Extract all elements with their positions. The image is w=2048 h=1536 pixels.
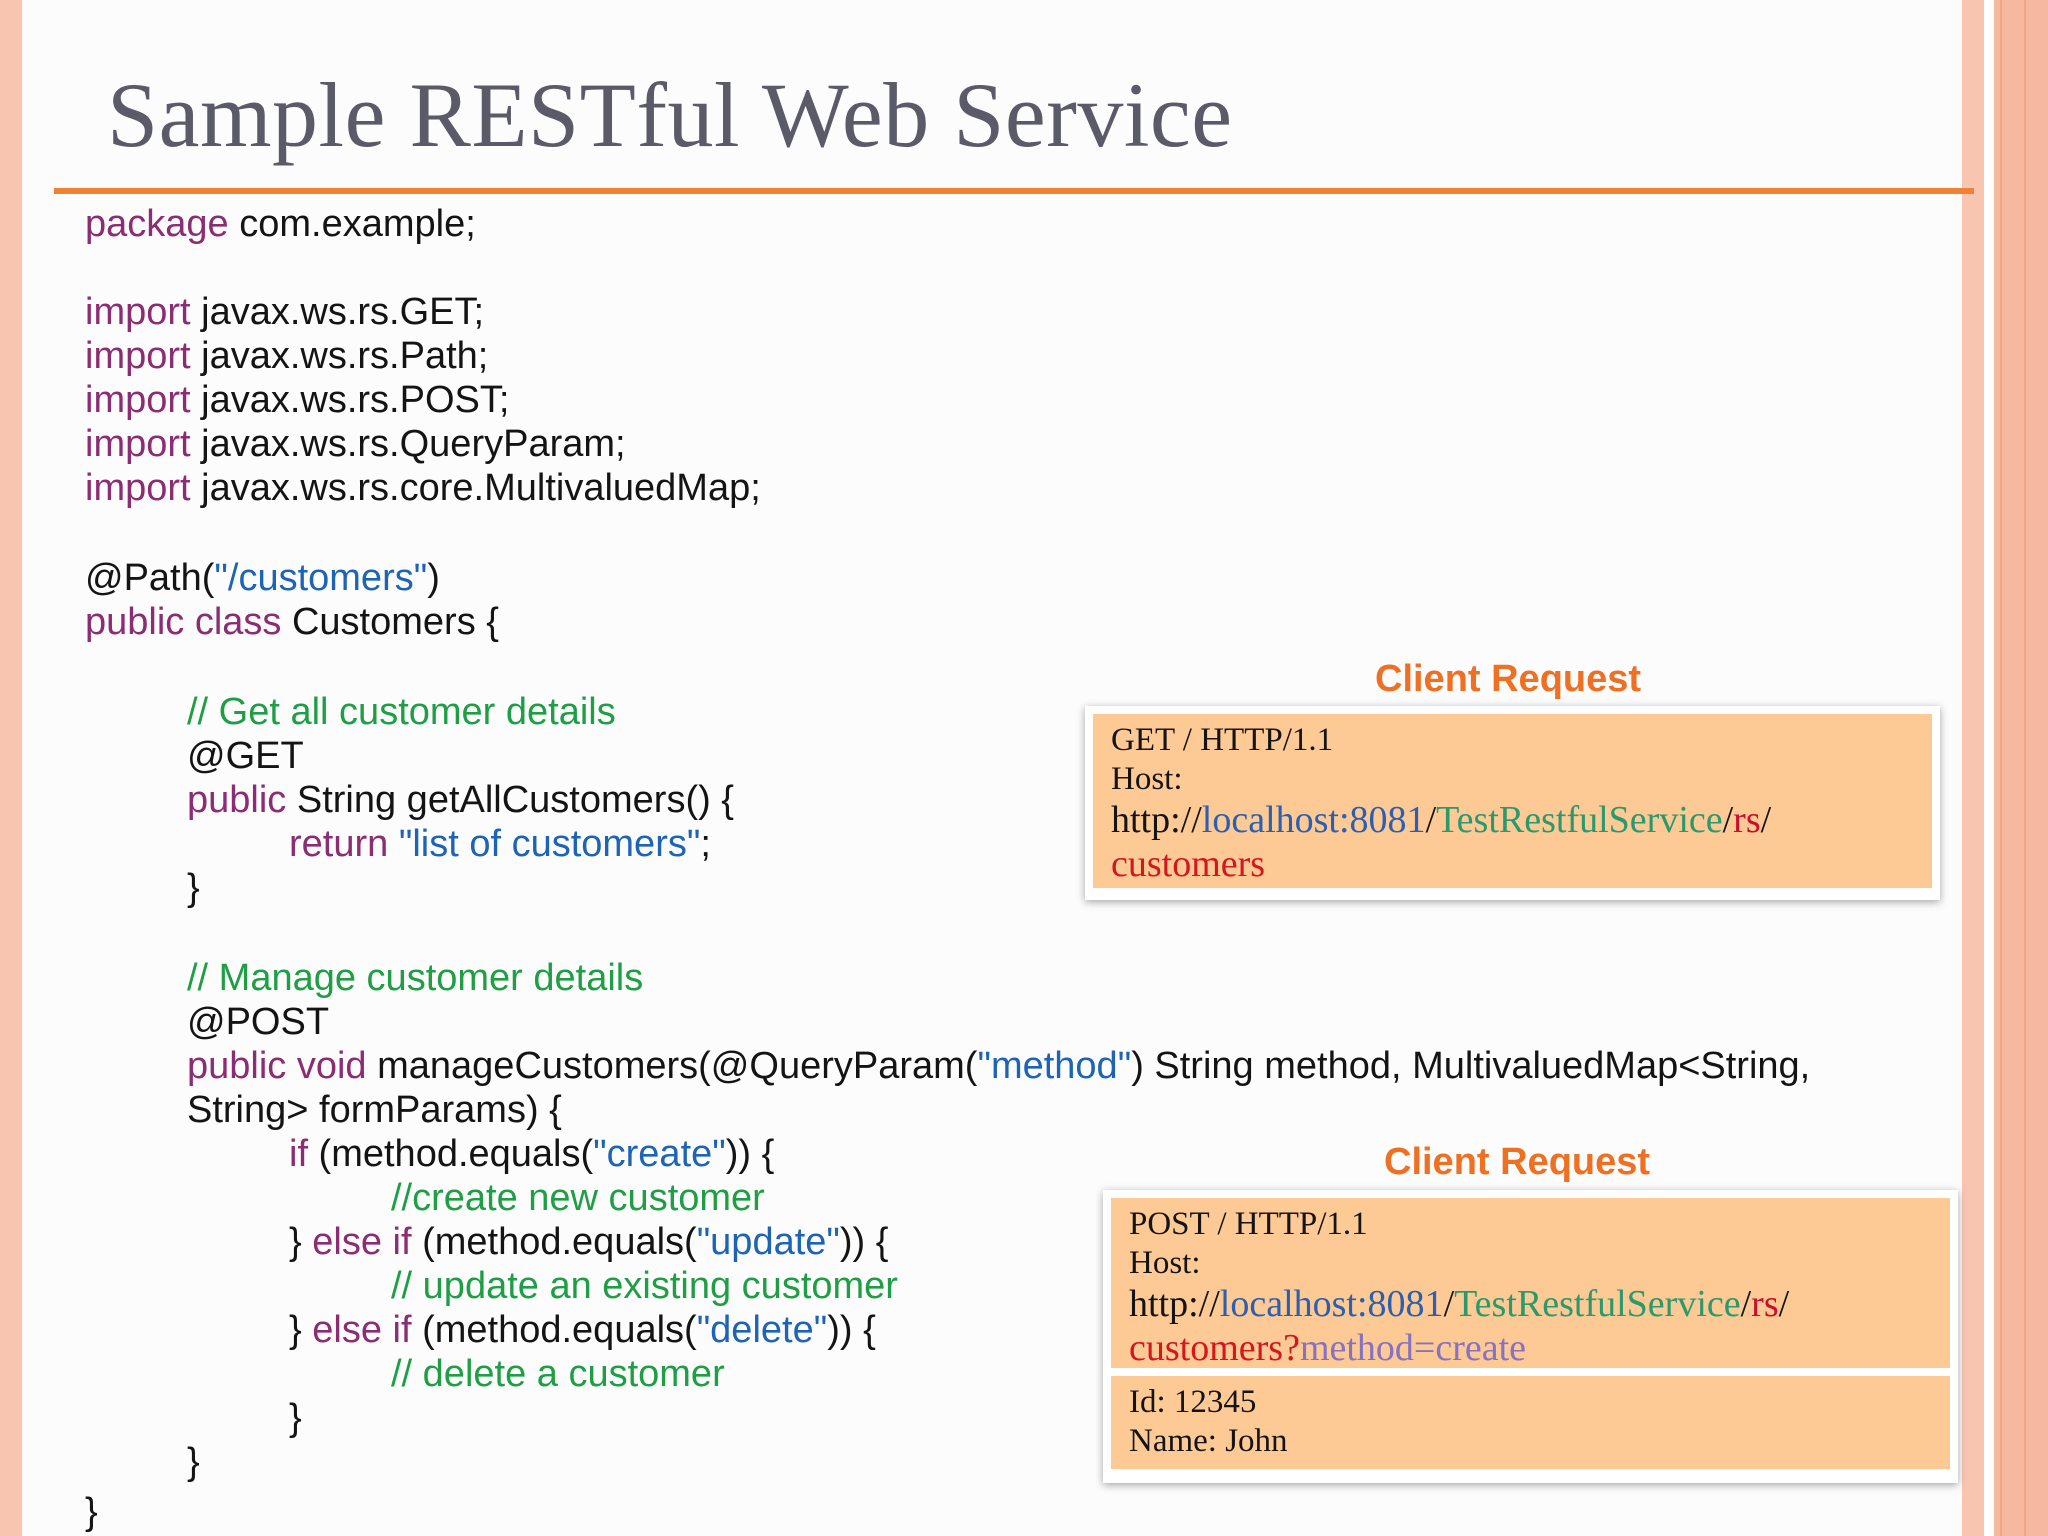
code-comment-get: // Get all customer details (187, 691, 616, 733)
code-comment-create: //create new customer (391, 1177, 765, 1219)
code-line-brace: } (289, 1397, 302, 1439)
post-request-label: Client Request (1384, 1141, 1651, 1183)
code-line-post-method-cont: String> formParams) { (187, 1089, 562, 1131)
post-request-box: POST / HTTP/1.1 Host: http://localhost:8… (1103, 1190, 1958, 1483)
code-line-path-annotation: @Path("/customers") (85, 557, 440, 599)
code-line-if: if (method.equals("create")) { (289, 1133, 775, 1175)
code-line-class-decl: public class Customers { (85, 601, 499, 643)
get-request-label: Client Request (1375, 658, 1642, 700)
post-request-body-name: Name: John (1129, 1423, 1288, 1459)
code-line-brace: } (187, 1441, 200, 1483)
code-line-import: import javax.ws.rs.Path; (85, 335, 489, 377)
code-line-get-method: public String getAllCustomers() { (187, 779, 735, 821)
code-line-import: import javax.ws.rs.POST; (85, 379, 510, 421)
post-request-line: POST / HTTP/1.1 (1129, 1206, 1368, 1242)
post-request-body: Id: 12345 Name: John (1111, 1376, 1950, 1469)
post-request-url: http://localhost:8081/TestRestfulService… (1129, 1283, 1790, 1325)
post-request-content: POST / HTTP/1.1 Host: http://localhost:8… (1111, 1198, 1950, 1369)
title-underline (54, 188, 1974, 194)
get-request-url: http://localhost:8081/TestRestfulService… (1111, 799, 1772, 841)
slide-border-left (0, 0, 22, 1536)
code-comment-post: // Manage customer details (187, 957, 644, 999)
code-comment-delete: // delete a customer (391, 1353, 725, 1395)
post-request-host-label: Host: (1129, 1245, 1201, 1281)
post-request-resource: customers?method=create (1129, 1327, 1527, 1369)
code-line-post-annotation: @POST (187, 1001, 330, 1043)
get-request-content: GET / HTTP/1.1 Host: http://localhost:80… (1093, 714, 1932, 888)
get-request-box: GET / HTTP/1.1 Host: http://localhost:80… (1085, 706, 1940, 900)
code-line-get-annotation: @GET (187, 735, 304, 777)
get-request-line: GET / HTTP/1.1 (1111, 722, 1334, 758)
code-line-package: package com.example; (85, 203, 476, 245)
post-request-body-id: Id: 12345 (1129, 1384, 1257, 1420)
code-line-return: return "list of customers"; (289, 823, 711, 865)
code-line-import: import javax.ws.rs.QueryParam; (85, 423, 626, 465)
slide-border-gap (1984, 0, 1994, 1536)
get-request-resource: customers (1111, 843, 1266, 885)
code-line-import: import javax.ws.rs.core.MultivaluedMap; (85, 467, 761, 509)
code-comment-update: // update an existing customer (391, 1265, 898, 1307)
code-line-import: import javax.ws.rs.GET; (85, 291, 485, 333)
slide-border-right (1962, 0, 1984, 1536)
code-line-else-if-delete: } else if (method.equals("delete")) { (289, 1309, 876, 1351)
code-line-else-if-update: } else if (method.equals("update")) { (289, 1221, 889, 1263)
slide: Sample RESTful Web Service package com.e… (22, 0, 1974, 1536)
get-request-host-label: Host: (1111, 761, 1183, 797)
code-line-post-method: public void manageCustomers(@QueryParam(… (187, 1045, 1811, 1087)
slide-border-stripes (1994, 0, 2048, 1536)
code-line-brace: } (85, 1491, 98, 1533)
slide-title: Sample RESTful Web Service (107, 64, 1233, 166)
code-line-brace: } (187, 867, 200, 909)
